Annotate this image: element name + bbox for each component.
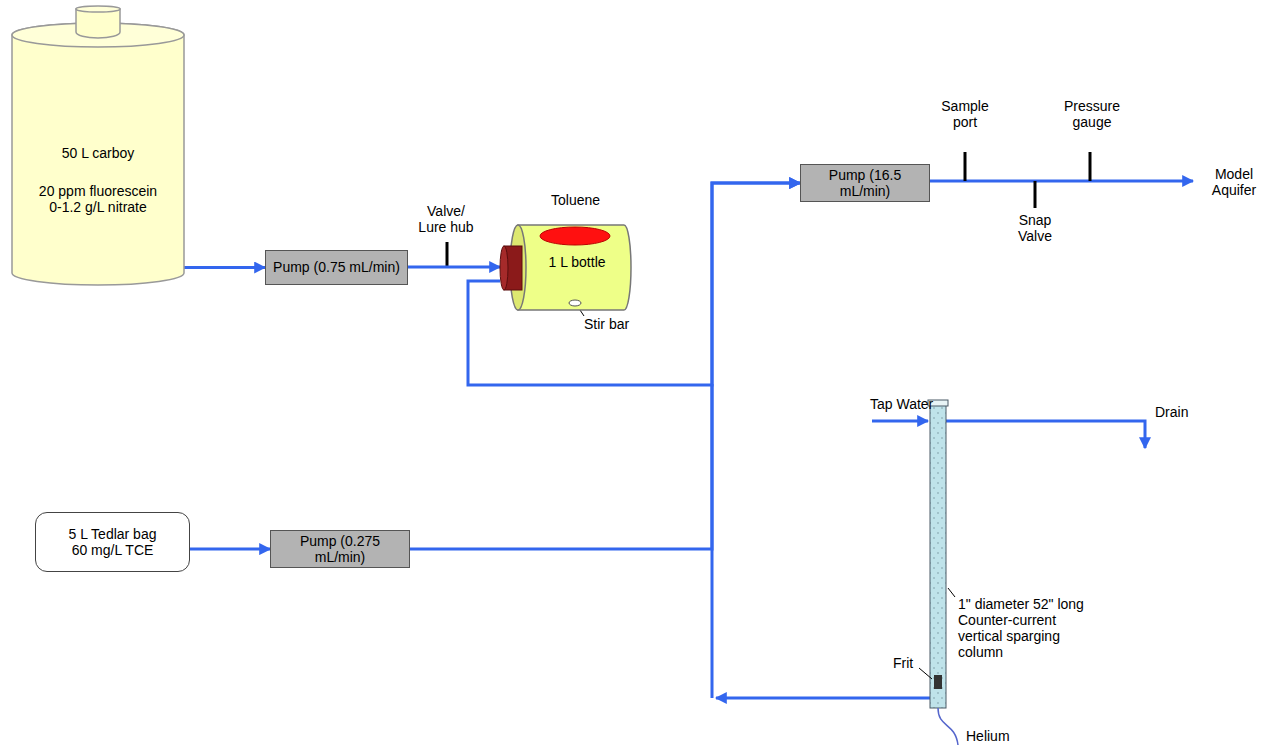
part-label: Sample port xyxy=(933,98,997,130)
pump-box: Pump (0.275 mL/min) xyxy=(270,530,410,568)
flow-line xyxy=(408,266,500,269)
carboy-body xyxy=(12,23,184,285)
tap-water-line xyxy=(872,420,928,423)
part-label: Tap Water xyxy=(870,396,933,412)
drain-line xyxy=(946,421,1145,448)
part-label: Helium xyxy=(966,728,1010,744)
flow-line xyxy=(184,266,265,269)
node-text: 50 L carboy xyxy=(62,145,135,161)
sample-port-tick xyxy=(964,152,967,181)
part-label: Valve/ Lure hub xyxy=(415,203,477,235)
sparging-column xyxy=(930,404,946,708)
flow-line xyxy=(410,183,800,549)
part-label: Drain xyxy=(1155,404,1188,420)
node-text: Pump (0.75 mL/min) xyxy=(273,259,400,275)
part-label: Frit xyxy=(893,655,913,671)
valve-tick xyxy=(446,242,449,266)
pressure-gauge-tick xyxy=(1089,152,1092,181)
stir-bar xyxy=(569,300,581,306)
pump-box: Pump (16.5 mL/min) xyxy=(800,164,930,202)
node-text: Pump (16.5 mL/min) xyxy=(805,167,925,199)
carboy-cap-top xyxy=(76,6,120,12)
bottle: 1 L bottle xyxy=(500,222,632,312)
helium-tube xyxy=(938,708,958,745)
frit-leader xyxy=(919,668,932,679)
toluene-layer xyxy=(540,227,610,245)
part-label: 1" diameter 52" long Counter-current ver… xyxy=(958,596,1088,660)
node-text: 1 L bottle xyxy=(548,254,605,270)
column-outlet-line xyxy=(716,697,930,700)
pump-box: Pump (0.75 mL/min) xyxy=(265,250,408,285)
part-label: Stir bar xyxy=(584,316,629,332)
flow-line xyxy=(190,548,270,551)
part-label: Model Aquifer xyxy=(1198,166,1270,198)
flow-line xyxy=(468,183,800,385)
node-text: Pump (0.275 mL/min) xyxy=(275,533,405,565)
frit-symbol xyxy=(934,675,942,689)
node-text: 20 ppm fluorescein 0-1.2 g/L nitrate xyxy=(33,183,163,215)
bottle-cap-face xyxy=(500,246,508,290)
snap-valve-tick xyxy=(1034,181,1037,208)
node-text: 5 L Tedlar bag xyxy=(69,526,157,542)
outlet-line xyxy=(930,180,1193,183)
bottle-body xyxy=(518,225,631,310)
node-text: 60 mg/L TCE xyxy=(72,542,154,558)
carboy: 50 L carboy 20 ppm fluorescein 0-1.2 g/L … xyxy=(10,5,186,290)
tedlar-bag: 5 L Tedlar bag60 mg/L TCE xyxy=(35,512,190,572)
column-leader xyxy=(948,588,955,597)
part-label: Pressure gauge xyxy=(1055,98,1129,130)
part-label: Toluene xyxy=(551,192,600,208)
part-label: Snap Valve xyxy=(1007,212,1063,244)
carboy-cap xyxy=(76,9,120,38)
